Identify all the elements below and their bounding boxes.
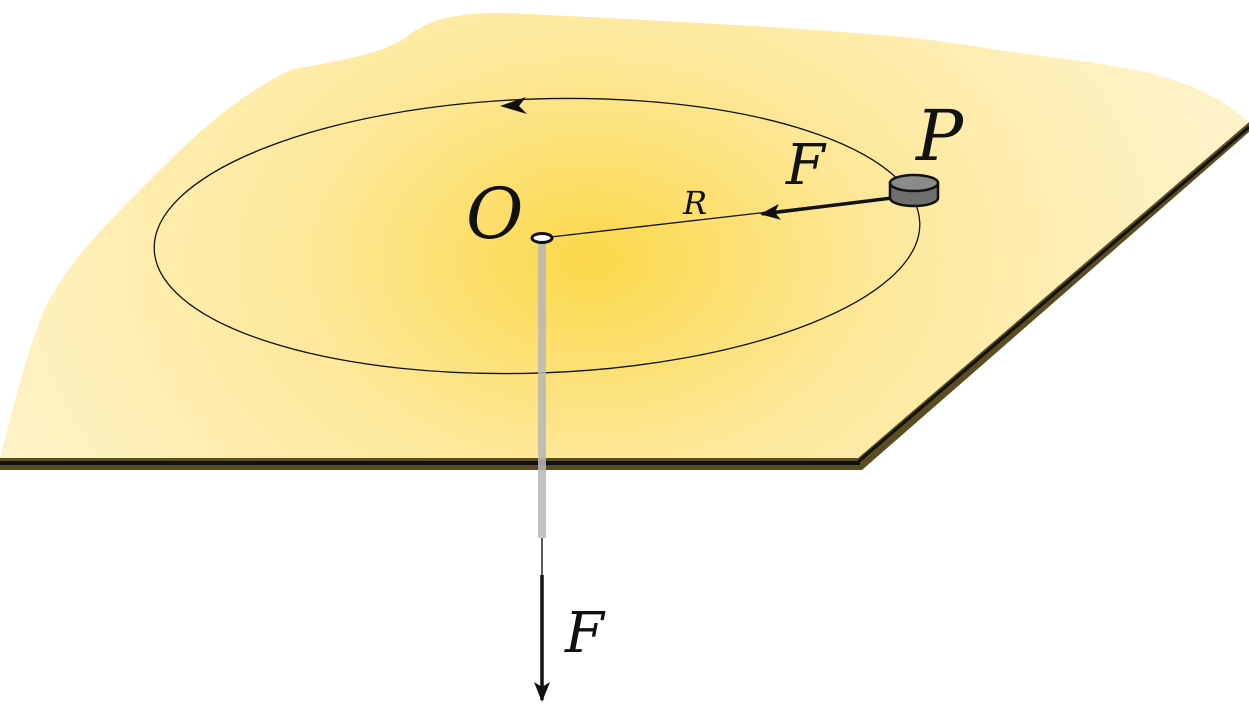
orbit-direction-arrow — [500, 97, 527, 114]
force-arrow-on-puck — [760, 196, 893, 220]
table-surface — [0, 13, 1249, 458]
label-P: P — [914, 95, 965, 177]
label-F-puck: F — [785, 133, 827, 198]
label-R: R — [682, 184, 707, 222]
table-right-edge-line — [857, 125, 1249, 464]
hole-icon — [530, 232, 554, 244]
label-O: O — [466, 173, 523, 255]
puck-icon — [888, 173, 940, 208]
label-F-string: F — [564, 601, 606, 666]
